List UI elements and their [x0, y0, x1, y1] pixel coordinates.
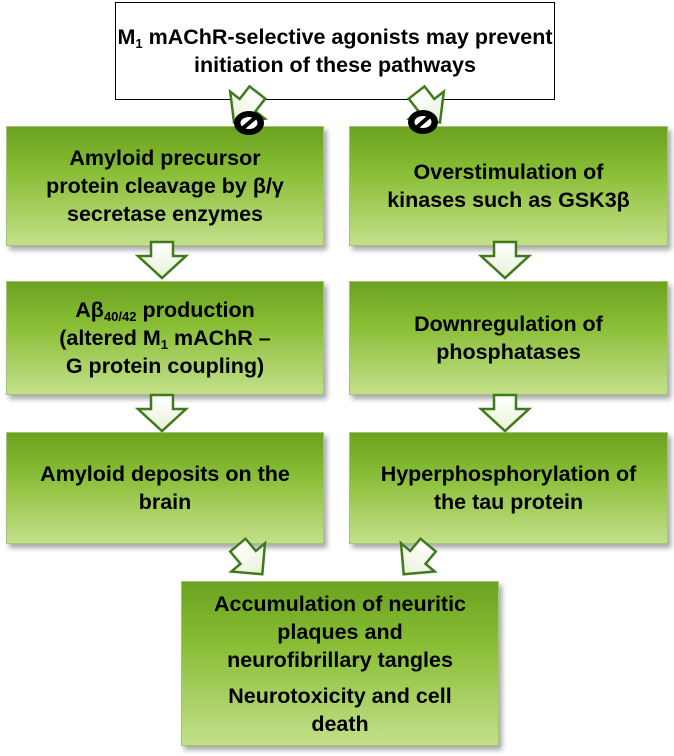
tau-hyperphosphorylation-box: Hyperphosphorylation of the tau protein [349, 432, 668, 544]
app-cleavage-box: Amyloid precursor protein cleavage by β/… [6, 126, 324, 246]
kinase-overstimulation-line1: Overstimulation of [413, 160, 604, 184]
down-arrow-icon [134, 240, 190, 280]
tau-hyperphosphorylation-line1: Hyperphosphorylation of [380, 462, 637, 486]
phosphatase-downregulation-line2: phosphatases [436, 340, 581, 364]
app-cleavage-line2: protein cleavage by β/γ [46, 174, 284, 198]
abeta-production-line1: Aβ40/42 production [75, 298, 255, 324]
app-cleavage-line1: Amyloid precursor [69, 146, 261, 170]
down-arrow-icon [477, 240, 533, 280]
kinase-overstimulation-line2: kinases such as GSK3β [387, 188, 630, 212]
diagonal-arrow-icon [399, 536, 438, 576]
outcome-line1: Accumulation of neuritic [213, 591, 467, 616]
amyloid-deposits-line2: brain [138, 490, 192, 514]
abeta-production-line2: (altered M1 mAChR – [59, 326, 271, 352]
amyloid-deposits-box: Amyloid deposits on the brain [6, 432, 324, 544]
abeta-production-line3: G protein coupling) [65, 354, 265, 378]
outcome-box: Accumulation of neuritic plaques and neu… [181, 581, 499, 746]
kinase-overstimulation-box: Overstimulation of kinases such as GSK3β [349, 126, 668, 246]
outcome-line5: death [311, 711, 369, 736]
tau-hyperphosphorylation-line2: the tau protein [433, 490, 584, 514]
diagonal-arrow-icon [228, 536, 267, 576]
top-note-line1: M1 mAChR-selective agonists [117, 25, 420, 51]
outcome-line2: plaques and [277, 619, 403, 644]
abeta-production-box: Aβ40/42 production (altered M1 mAChR – G… [6, 281, 324, 395]
no-entry-icon [234, 111, 264, 135]
top-note-line2: may prevent initiation of these [194, 25, 553, 77]
app-cleavage-line3: secretase enzymes [66, 202, 264, 226]
down-arrow-icon [134, 393, 190, 433]
phosphatase-downregulation-line1: Downregulation of [414, 312, 603, 336]
no-entry-icon [408, 110, 438, 134]
phosphatase-downregulation-box: Downregulation of phosphatases [349, 281, 668, 395]
outcome-line3: neurofibrillary tangles [227, 647, 453, 672]
top-note-line3: pathways [377, 53, 476, 77]
top-note-box: M1 mAChR-selective agonists may prevent … [115, 2, 555, 100]
amyloid-deposits-line1: Amyloid deposits on the [40, 462, 290, 486]
outcome-line4: Neurotoxicity and cell [228, 683, 452, 708]
down-arrow-icon [477, 393, 533, 433]
